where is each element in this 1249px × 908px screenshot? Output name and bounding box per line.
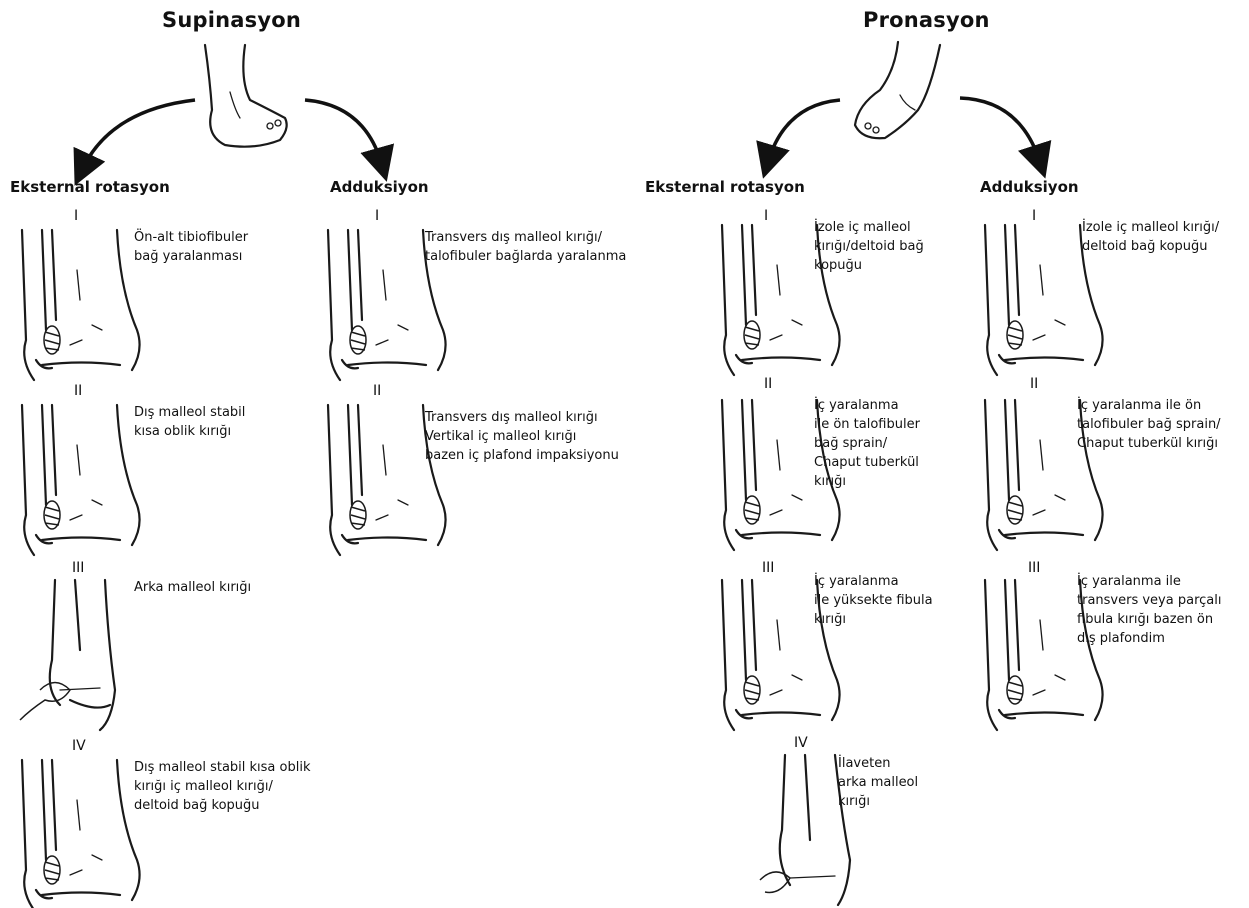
stage-text-sup-add-1: Transvers dış malleol kırığı/ talofibule…	[425, 228, 626, 266]
stage-text-sup-er-3: Arka malleol kırığı	[134, 578, 251, 597]
stage-text-pro-er-3: İç yaralanma ile yüksekte fibula kırığı	[814, 572, 933, 629]
subheading-pro-adduction: Adduksiyon	[980, 178, 1079, 196]
stage-text-pro-add-1: İzole iç malleol kırığı/ deltoid bağ kop…	[1082, 218, 1219, 256]
stage-roman-pro-er-1: I	[764, 208, 768, 224]
stage-roman-sup-add-1: I	[375, 208, 379, 224]
stage-roman-sup-er-1: I	[74, 208, 78, 224]
stage-roman-sup-add-2: II	[373, 383, 381, 399]
stage-text-pro-add-2: İç yaralanma ile ön talofibuler bağ spra…	[1077, 396, 1221, 453]
stage-roman-pro-add-1: I	[1032, 208, 1036, 224]
stage-text-sup-er-2: Dış malleol stabil kısa oblik kırığı	[134, 403, 245, 441]
stage-text-sup-add-2: Transvers dış malleol kırığı Vertikal iç…	[425, 408, 619, 465]
stage-roman-pro-add-2: II	[1030, 376, 1038, 392]
stage-roman-pro-er-2: II	[764, 376, 772, 392]
ankle-drawing-sup-er-4	[22, 760, 140, 908]
supination-foot-drawing	[205, 45, 287, 147]
subheading-sup-adduction: Adduksiyon	[330, 178, 429, 196]
ankle-drawing-sup-er-1	[22, 230, 140, 380]
arrow-left-supination	[82, 100, 195, 170]
arrow-right-pronation	[960, 98, 1040, 162]
stage-roman-sup-er-2: II	[74, 383, 82, 399]
stage-text-pro-add-3: İç yaralanma ile transvers veya parçalı …	[1077, 572, 1221, 648]
arrow-right-supination	[305, 100, 382, 165]
stage-text-pro-er-4: İlaveten arka malleol kırığı	[838, 754, 918, 811]
stage-roman-sup-er-4: IV	[72, 738, 86, 754]
subheading-pro-external: Eksternal rotasyon	[645, 178, 805, 196]
arrow-left-pronation	[768, 100, 840, 162]
heading-supination: Supinasyon	[162, 8, 301, 32]
stage-text-pro-er-1: İzole iç malleol kırığı/deltoid bağ kopu…	[814, 218, 924, 275]
stage-roman-pro-er-3: III	[762, 560, 774, 576]
stage-roman-pro-er-4: IV	[794, 735, 808, 751]
ankle-drawing-sup-er-3	[20, 580, 115, 730]
stage-text-pro-er-2: İç yaralanma ile ön talofibuler bağ spra…	[814, 396, 920, 491]
stage-roman-pro-add-3: III	[1028, 560, 1040, 576]
stage-text-sup-er-1: Ön-alt tibiofibuler bağ yaralanması	[134, 228, 248, 266]
heading-pronation: Pronasyon	[863, 8, 990, 32]
subheading-sup-external: Eksternal rotasyon	[10, 178, 170, 196]
ankle-drawing-sup-er-2	[22, 405, 140, 555]
stage-text-sup-er-4: Dış malleol stabil kısa oblik kırığı iç …	[134, 758, 311, 815]
ankle-drawing-pro-er-4	[760, 755, 850, 905]
pronation-foot-drawing	[855, 42, 940, 138]
stage-roman-sup-er-3: III	[72, 560, 84, 576]
